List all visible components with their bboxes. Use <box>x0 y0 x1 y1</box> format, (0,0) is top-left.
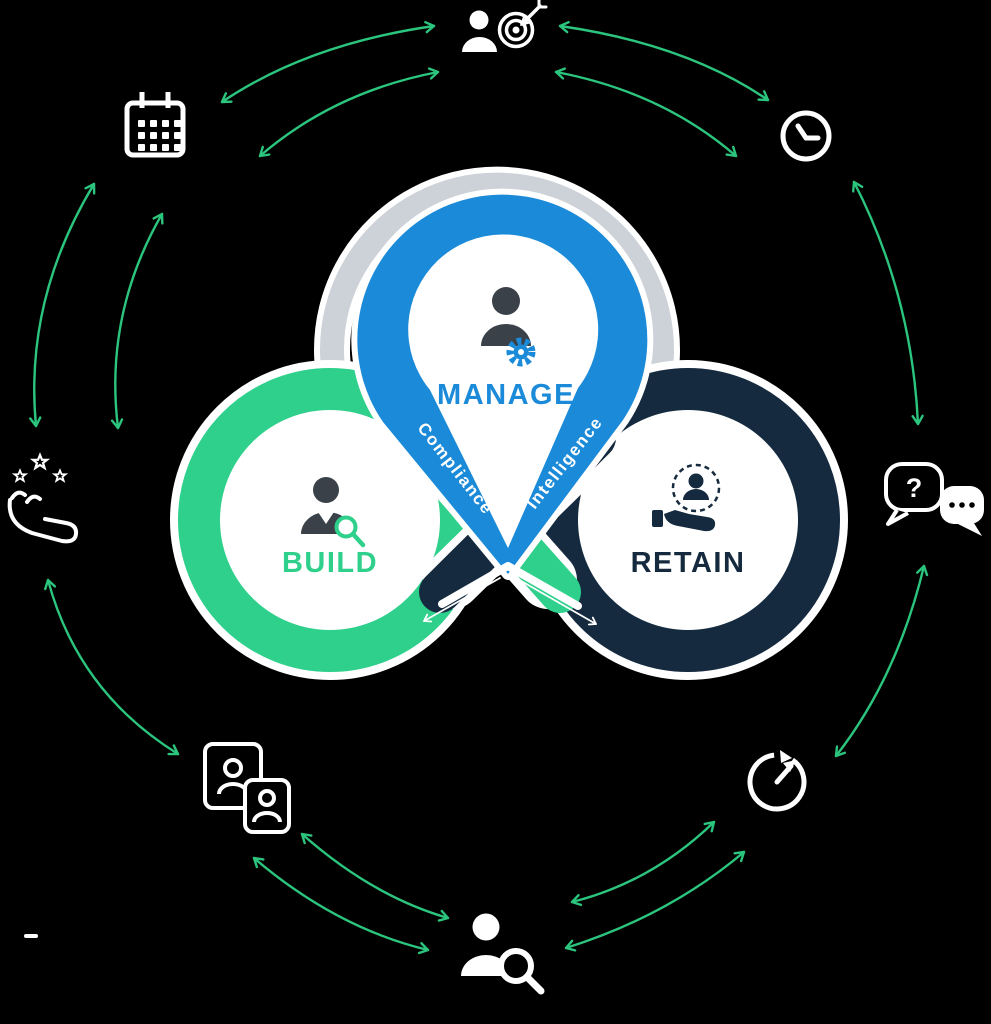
cycle-arrow <box>558 20 770 102</box>
person-magnifier-icon <box>301 477 366 548</box>
cycle-arrow <box>554 67 738 158</box>
ellipsis-dots <box>949 502 975 508</box>
chat-question-mark: ? <box>906 473 923 503</box>
chat-bubbles-icon: ? <box>884 462 984 536</box>
build-label: BUILD <box>282 547 378 579</box>
clock-icon <box>780 110 832 162</box>
cycle-arrow <box>110 212 164 430</box>
person-gear-icon <box>481 287 536 367</box>
cycle-arrow <box>29 182 96 428</box>
cycle-arrow <box>220 20 436 104</box>
gray-connector <box>314 166 680 441</box>
cycle-arrow <box>300 832 450 922</box>
goal-target-person-icon <box>462 0 548 52</box>
id-cards-icon <box>203 742 291 834</box>
retain-label: RETAIN <box>631 547 746 579</box>
calendar-icon <box>124 92 186 158</box>
cycle-arrow <box>44 578 180 756</box>
cycle-arrow <box>258 67 440 158</box>
speedometer-icon <box>747 750 807 812</box>
stray-mark <box>24 934 38 938</box>
cycle-arrow <box>852 180 924 426</box>
hand-holding-person-icon <box>652 463 721 532</box>
cycle-arrows <box>29 20 929 955</box>
crossing-chevrons <box>423 562 597 626</box>
cycle-arrow <box>834 564 929 758</box>
manage-loop <box>351 188 654 580</box>
cycle-arrow <box>564 850 746 952</box>
cycle-arrow <box>570 820 716 907</box>
cycle-arrow <box>252 856 430 955</box>
manage-label: MANAGE <box>437 379 575 411</box>
hand-with-stars-icon <box>7 453 79 544</box>
retain-loop <box>536 368 840 672</box>
person-search-icon <box>461 913 545 995</box>
trefoil-loops: BUILD RETAIN Compliance Intelligence MA <box>170 166 848 680</box>
